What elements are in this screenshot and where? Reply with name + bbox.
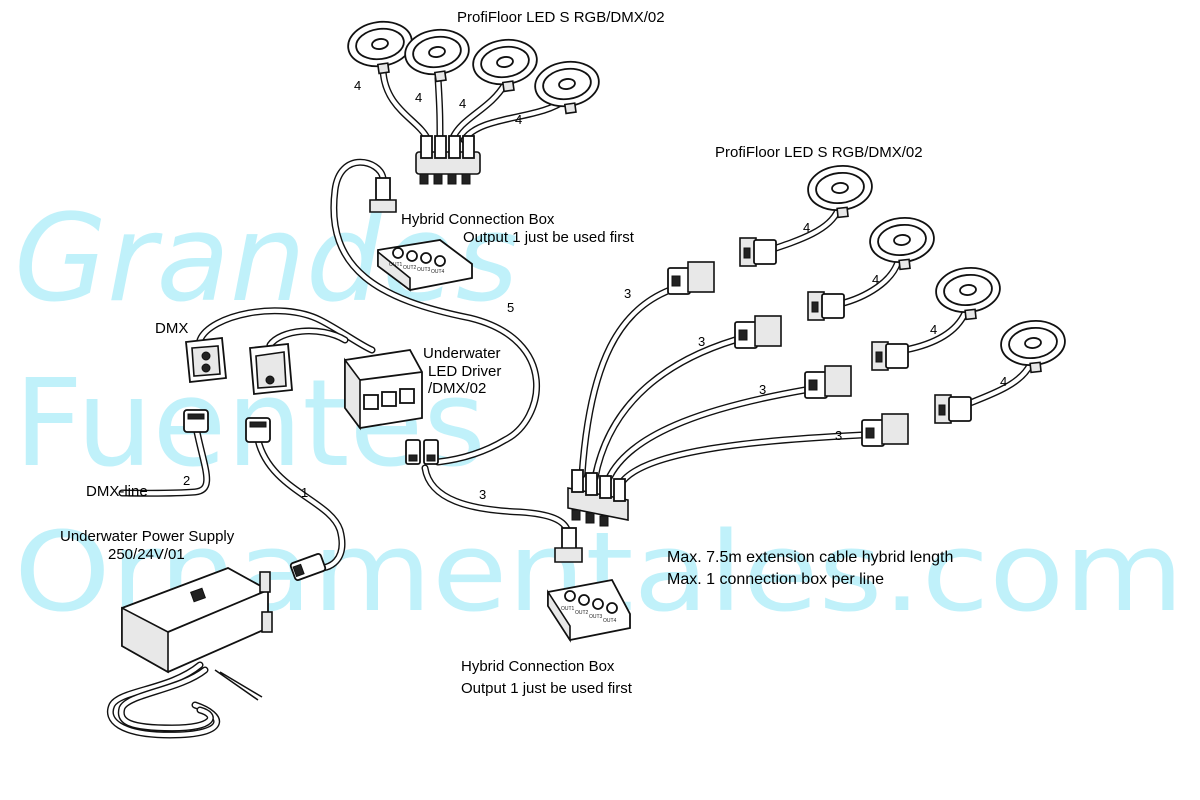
label-note-line-1: Max. 7.5m extension cable hybrid length xyxy=(667,549,953,566)
floor-light xyxy=(404,28,470,83)
label-power-supply-line-2: 250/24V/01 xyxy=(108,546,185,563)
floor-light xyxy=(1000,319,1066,374)
label-hybrid-box-lower-note: Output 1 just be used first xyxy=(461,680,633,697)
box-output-label: OUT4 xyxy=(431,269,445,275)
extension-connectors xyxy=(667,261,909,447)
cable-number: 3 xyxy=(479,487,486,502)
dmx-connector xyxy=(249,343,293,395)
cables xyxy=(107,66,1034,739)
cable-number: 4 xyxy=(930,322,937,337)
cable-number: 3 xyxy=(698,334,705,349)
label-driver-line-3: /DMX/02 xyxy=(428,380,486,397)
power-plug xyxy=(245,417,271,443)
box-output-label: OUT4 xyxy=(603,618,617,624)
cable-number: 4 xyxy=(1000,374,1007,389)
label-profifloor-right: ProfiFloor LED S RGB/DMX/02 xyxy=(715,144,923,161)
label-note-line-2: Max. 1 connection box per line xyxy=(667,571,884,588)
label-driver-line-2: LED Driver xyxy=(428,363,501,380)
label-profifloor-top: ProfiFloor LED S RGB/DMX/02 xyxy=(457,9,665,26)
label-hybrid-box-lower-title: Hybrid Connection Box xyxy=(461,658,615,675)
driver-output-plug xyxy=(405,439,439,465)
box-output-label: OUT3 xyxy=(417,267,431,273)
hybrid-connector xyxy=(369,177,397,213)
hybrid-connector xyxy=(554,527,583,563)
label-dmx-line: DMX-line xyxy=(86,483,148,500)
underwater-led-driver xyxy=(344,349,423,431)
label-dmx: DMX xyxy=(155,320,188,337)
hybrid-connection-box-lower: OUT1 OUT2 OUT3 OUT4 xyxy=(547,578,631,643)
underwater-power-supply xyxy=(121,567,273,674)
cable-number: 1 xyxy=(301,485,308,500)
right-lights xyxy=(807,164,1066,374)
cable-number: 4 xyxy=(415,90,422,105)
box-output-label: OUT3 xyxy=(589,614,603,620)
floor-light xyxy=(472,38,538,93)
cable-number: 4 xyxy=(803,220,810,235)
dmx-plug xyxy=(183,409,209,433)
floor-light xyxy=(534,60,600,115)
floor-light xyxy=(807,164,873,219)
cable-number: 3 xyxy=(835,428,842,443)
hybrid-connection-box-upper: OUT1 OUT2 OUT3 OUT4 xyxy=(377,239,473,292)
lower-splitter xyxy=(567,469,629,527)
light-connectors xyxy=(739,237,972,424)
power-inline-connector xyxy=(289,553,327,581)
label-power-supply-line-1: Underwater Power Supply xyxy=(60,528,235,545)
top-splitter xyxy=(415,135,481,185)
cable-number: 4 xyxy=(354,78,361,93)
cable-number: 5 xyxy=(507,300,514,315)
box-output-label: OUT1 xyxy=(561,606,575,612)
cable-number: 3 xyxy=(759,382,766,397)
label-hybrid-box-upper-note: Output 1 just be used first xyxy=(463,229,635,246)
cable-number: 4 xyxy=(459,96,466,111)
top-lights xyxy=(347,20,600,115)
label-hybrid-box-upper-title: Hybrid Connection Box xyxy=(401,211,555,228)
cable-number: 2 xyxy=(183,473,190,488)
box-output-label: OUT1 xyxy=(389,262,403,268)
floor-light xyxy=(347,20,413,75)
box-output-label: OUT2 xyxy=(403,265,417,271)
dmx-connector xyxy=(185,337,227,383)
label-driver-line-1: Underwater xyxy=(423,345,501,362)
box-output-label: OUT2 xyxy=(575,610,589,616)
floor-light xyxy=(935,266,1001,321)
cable-number: 3 xyxy=(624,286,631,301)
floor-light xyxy=(869,216,935,271)
cable-number: 4 xyxy=(515,112,522,127)
cable-number: 4 xyxy=(872,272,879,287)
